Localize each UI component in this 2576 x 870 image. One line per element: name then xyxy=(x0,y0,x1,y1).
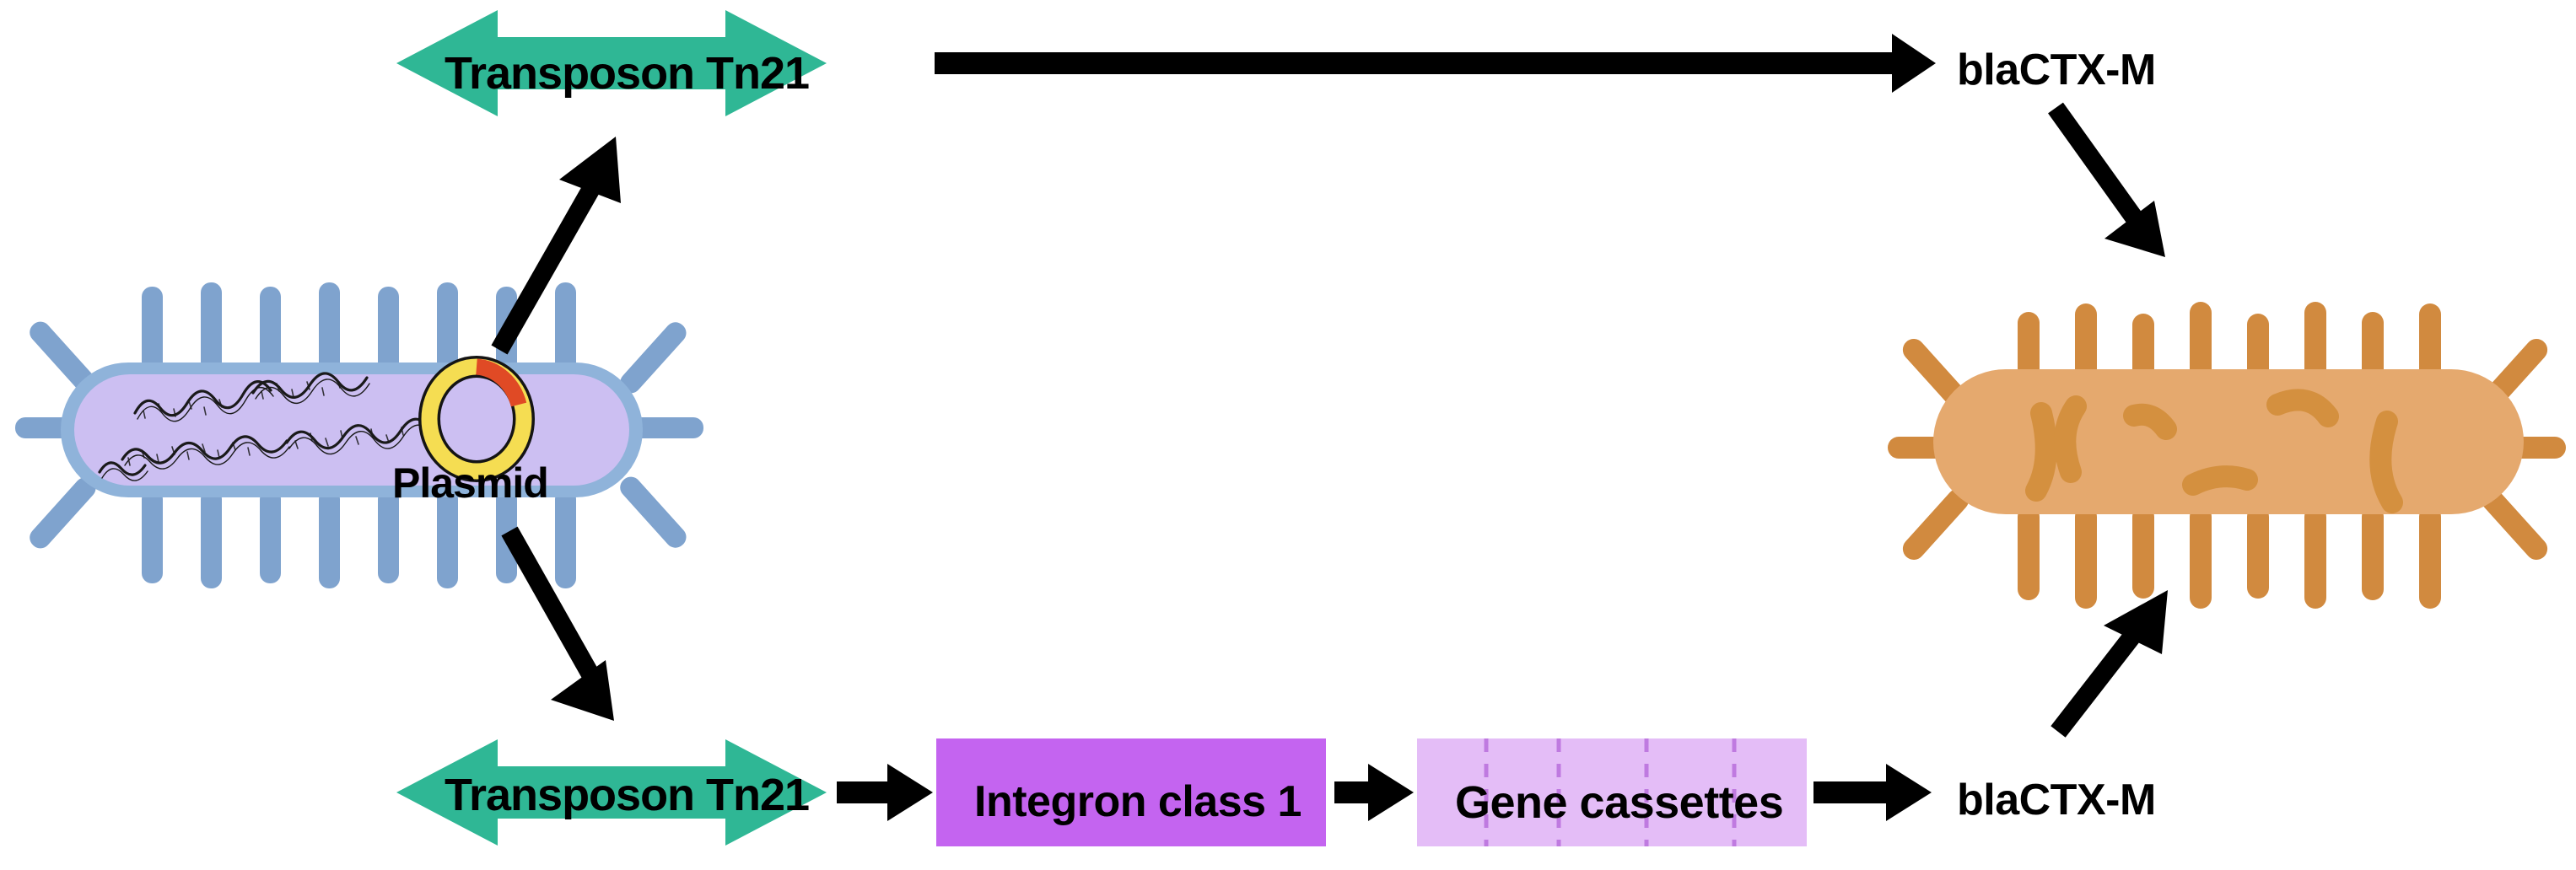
arrow-integron-to-cassettes xyxy=(1334,764,1414,821)
transposon-top-shape[interactable] xyxy=(396,10,827,116)
arrow-transposon-top-to-bla xyxy=(935,34,1936,93)
gene-cassettes-label: Gene cassettes xyxy=(1455,777,1784,828)
gene-cassette-dividers xyxy=(1484,738,1737,846)
integron-label: Integron class 1 xyxy=(974,777,1301,826)
plasmid-label: Plasmid xyxy=(392,459,549,507)
recipient-bacterium xyxy=(1888,302,2566,609)
arrow-bla-top-to-recipient xyxy=(2048,102,2165,257)
bla-ctx-m-top-label: blaCTX-M xyxy=(1957,46,2156,94)
donor-bacterium xyxy=(15,282,703,588)
arrow-bla-bottom-to-recipient xyxy=(2051,590,2168,738)
chromosomal-dna xyxy=(98,372,433,481)
connector-arrows xyxy=(491,34,2168,821)
arrow-cassettes-to-bla-bottom xyxy=(1813,764,1932,821)
donor-pili-bottom xyxy=(142,489,576,588)
integron-box[interactable] xyxy=(936,738,1326,846)
transposon-top-label: Transposon Tn21 xyxy=(445,48,810,99)
arrow-transposon-bottom-to-integron xyxy=(837,764,933,821)
bla-ctx-m-bottom-label: blaCTX-M xyxy=(1957,776,2156,824)
recipient-pili-bottom xyxy=(2018,506,2441,609)
arrow-plasmid-to-transposon-top xyxy=(491,137,621,355)
recipient-inclusions xyxy=(2025,389,2403,513)
recipient-body xyxy=(1933,369,2524,514)
transposon-bottom-label: Transposon Tn21 xyxy=(445,770,810,820)
gene-cassettes-box[interactable] xyxy=(1417,738,1807,846)
transposon-bottom-shape[interactable] xyxy=(396,739,827,846)
arrow-plasmid-to-transposon-bottom xyxy=(501,526,614,721)
plasmid-ring xyxy=(418,356,535,482)
